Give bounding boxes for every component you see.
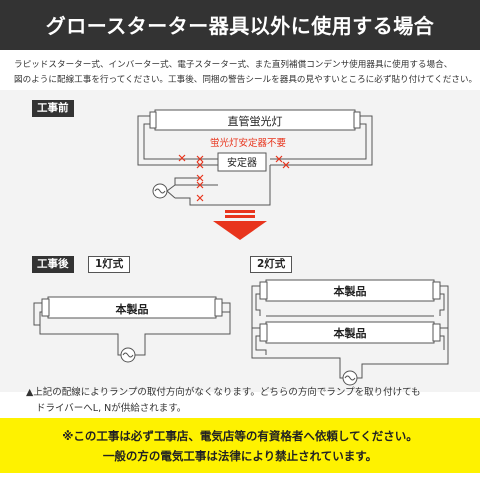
warning-box: ※この工事は必ず工事店、電気店等の有資格者へ依頼してください。 一般の方の電気工…: [0, 418, 480, 473]
tag-after: 工事後: [32, 256, 74, 273]
tag-before: 工事前: [32, 100, 74, 117]
stabilizer-box: 安定器: [217, 152, 267, 172]
tube-double-bottom: 本製品: [259, 321, 441, 344]
tube-single: 本製品: [41, 296, 223, 319]
page-title: グロースターター器具以外に使用する場合: [45, 14, 435, 38]
warning-line-1: ※この工事は必ず工事店、電気店等の有資格者へ依頼してください。: [62, 429, 418, 443]
tube-before: 直管蛍光灯: [149, 109, 361, 131]
wiring-before: [137, 115, 373, 206]
note-line-2: ドライバーへL, Nが供給されます。: [36, 403, 187, 414]
label-single-type: 1灯式: [88, 256, 131, 273]
warning-line-2: 一般の方の電気工事は法律により禁止されています。: [102, 449, 378, 463]
wiring-double: [251, 285, 449, 379]
intro-text: ラピッドスターター式、インバーター式、電子スターター式、また直列補償コンデンサ使…: [14, 58, 478, 88]
ac-source-before: [152, 183, 176, 199]
header-bar: グロースターター器具以外に使用する場合: [0, 0, 480, 50]
intro-line-1: ラピッドスターター式、インバーター式、電子スターター式、また直列補償コンデンサ使…: [14, 60, 453, 70]
ac-source-double: [342, 370, 358, 386]
label-double-type: 2灯式: [250, 256, 293, 273]
cut-marks: [178, 154, 290, 202]
note-line-1: ▲上記の配線によりランプの取付方向がなくなります。どちらの方向でランプを取り付け…: [26, 387, 421, 398]
product-label-bottom: 本製品: [334, 326, 367, 340]
ac-source-single: [120, 347, 136, 363]
stabilizer-not-needed-note: 蛍光灯安定器不要: [210, 137, 286, 149]
down-arrow-icon: [213, 210, 267, 240]
tube-label: 直管蛍光灯: [228, 114, 283, 128]
product-label-top: 本製品: [334, 284, 367, 298]
product-label-single: 本製品: [116, 302, 149, 316]
wiring-single: [33, 302, 231, 356]
intro-line-2: 図のように配線工事を行ってください。工事後、同梱の警告シールを器具の見やすいとこ…: [14, 75, 478, 85]
tube-double-top: 本製品: [259, 279, 441, 302]
wiring-note: ▲上記の配線によりランプの取付方向がなくなります。どちらの方向でランプを取り付け…: [26, 385, 466, 417]
stabilizer-label: 安定器: [227, 156, 257, 169]
